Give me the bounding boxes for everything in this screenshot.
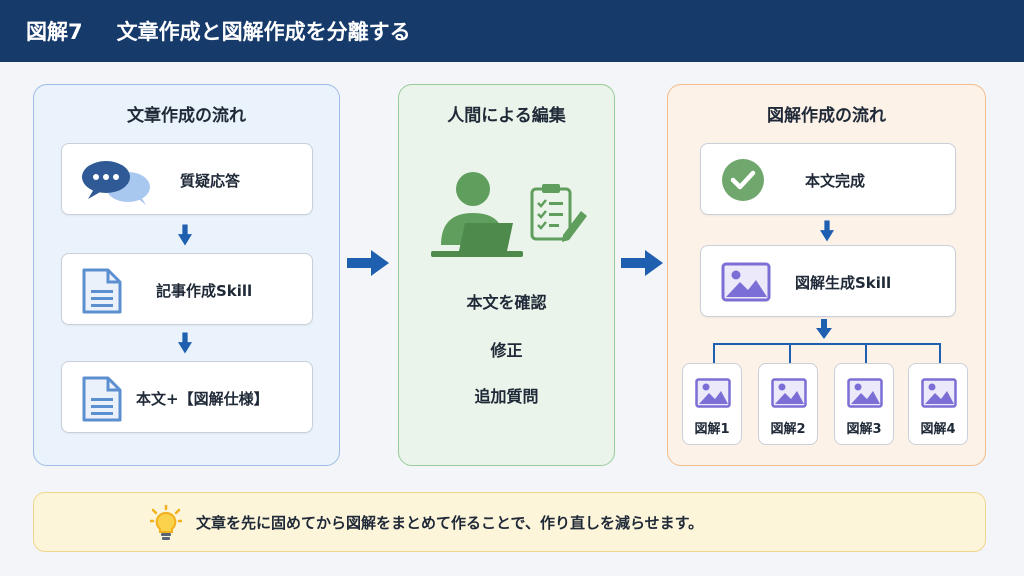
step-body-spec-card: 本文+【図解仕様】 (61, 361, 313, 433)
step-article-skill-label: 記事作成Skill (156, 282, 253, 300)
person-laptop-icon (431, 172, 523, 257)
image-icon (695, 378, 731, 408)
diagram-flow-title: 図解作成の流れ (767, 106, 886, 126)
human-edit-panel: 人間による編集 本文を確認 修正 追加質問 (398, 84, 615, 466)
arrow-down-icon (178, 224, 192, 246)
document-icon (82, 376, 122, 422)
step-qa-card: 質疑応答 (61, 143, 313, 215)
diagram-output-label: 図解4 (920, 422, 956, 437)
header-bar: 図解7 文章作成と図解作成を分離する (0, 0, 1024, 62)
diagram-output-card: 図解3 (834, 363, 894, 445)
chat-bubbles-icon (82, 161, 150, 205)
check-circle-icon (722, 159, 764, 201)
arrow-down-icon (820, 220, 834, 242)
diagram-output-card: 図解2 (758, 363, 818, 445)
figure-number: 図解7 (26, 20, 83, 44)
step-body-complete-label: 本文完成 (805, 172, 866, 190)
diagram-output-label: 図解3 (846, 422, 882, 437)
arrow-right-icon (621, 250, 663, 276)
step-diagram-skill-card: 図解生成Skill (700, 245, 956, 317)
writing-flow-title: 文章作成の流れ (127, 106, 246, 126)
clipboard-checklist-icon (530, 184, 587, 242)
image-icon (921, 378, 957, 408)
step-body-spec-label: 本文+【図解仕様】 (136, 390, 269, 408)
writing-flow-panel: 文章作成の流れ 質疑応答 記事作成Skill (33, 84, 340, 466)
diagram-output-label: 図解2 (770, 422, 806, 437)
step-diagram-skill-label: 図解生成Skill (795, 274, 892, 292)
document-icon (82, 268, 122, 314)
action-revise: 修正 (490, 341, 523, 360)
diagram-output-label: 図解1 (694, 422, 730, 437)
diagram-flow-panel: 図解作成の流れ 本文完成 図解生成Skill 図解1 (667, 84, 986, 466)
diagram-output-card: 図解4 (908, 363, 968, 445)
action-additional-questions: 追加質問 (474, 387, 539, 406)
image-icon (847, 378, 883, 408)
human-edit-title: 人間による編集 (447, 106, 566, 126)
arrow-down-icon (178, 332, 192, 354)
diagram-output-card: 図解1 (682, 363, 742, 445)
page-title: 文章作成と図解作成を分離する (116, 20, 411, 44)
arrow-right-icon (347, 250, 389, 276)
tip-banner: 文章を先に固めてから図解をまとめて作ることで、作り直しを減らせます。 (33, 492, 986, 552)
step-body-complete-card: 本文完成 (700, 143, 956, 215)
image-icon (771, 378, 807, 408)
step-article-skill-card: 記事作成Skill (61, 253, 313, 325)
tip-text: 文章を先に固めてから図解をまとめて作ることで、作り直しを減らせます。 (196, 514, 704, 532)
action-review-body: 本文を確認 (466, 293, 547, 312)
branch-connector (713, 319, 941, 363)
image-icon (721, 262, 771, 302)
lightbulb-icon (150, 505, 182, 540)
step-qa-label: 質疑応答 (180, 172, 241, 190)
